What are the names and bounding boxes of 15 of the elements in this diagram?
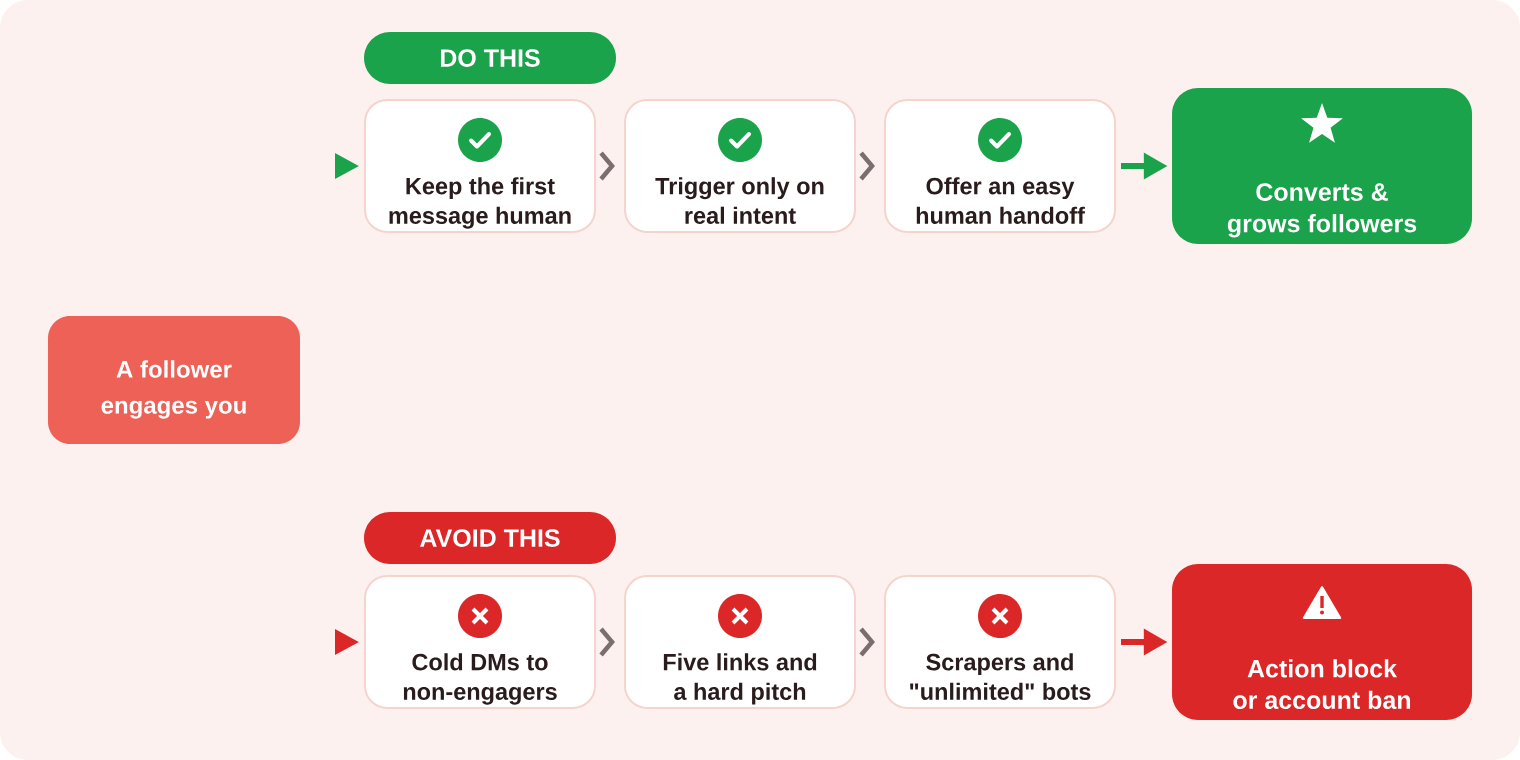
start-box: A follower engages you [48,316,300,444]
step-box: Scrapers and "unlimited" bots [884,575,1116,709]
step-box: Offer an easy human handoff [884,99,1116,233]
step-box: Five links and a hard pitch [624,575,856,709]
section-pill: AVOID THIS [364,512,616,564]
outcome-box: Action block or account ban [1172,564,1472,720]
outcome-box: Converts & grows followers [1172,88,1472,244]
chevron [599,151,615,181]
step-box: Trigger only on real intent [624,99,856,233]
chevron [859,151,875,181]
chevron [599,627,615,657]
section-pill: DO THIS [364,32,616,84]
chevron [859,627,875,657]
step-box: Keep the first message human [364,99,596,233]
step-box: Cold DMs to non-engagers [364,575,596,709]
